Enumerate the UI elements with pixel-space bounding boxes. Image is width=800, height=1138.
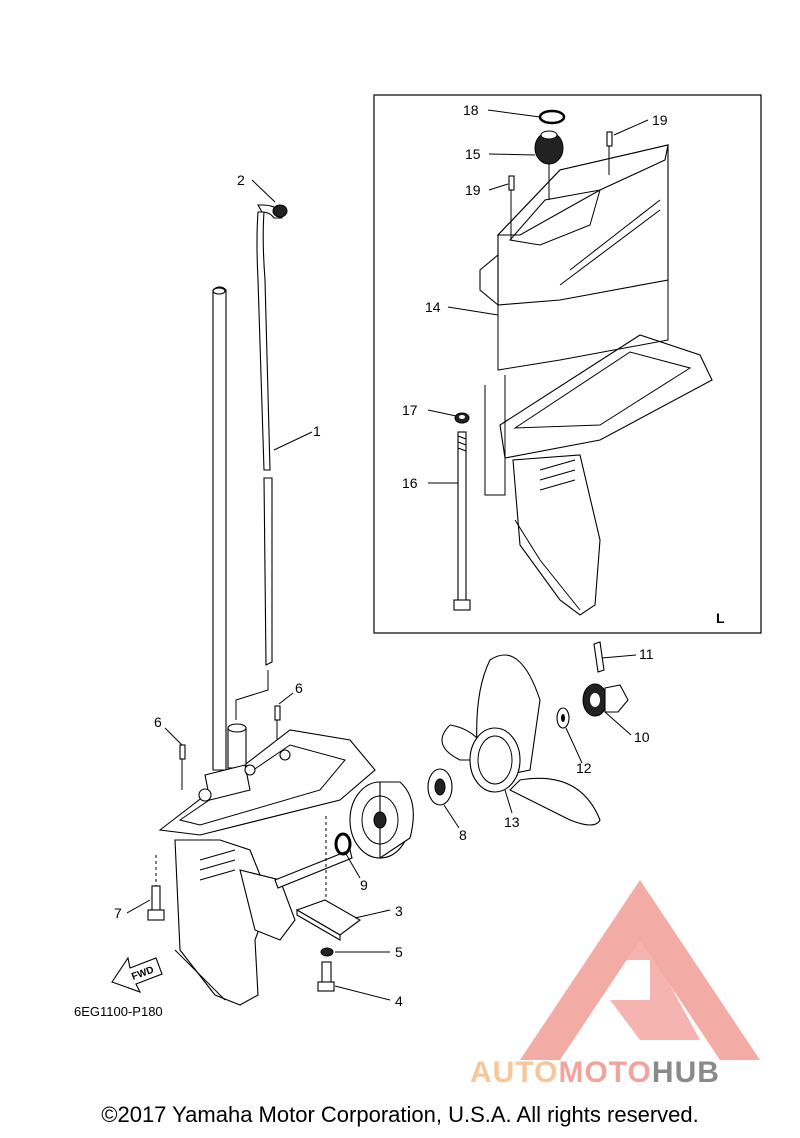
callout-4: 4 [395,993,403,1009]
drive-shaft [212,286,227,771]
callout-13: 13 [504,814,520,830]
shift-rod-leader [235,670,269,720]
callout-16: 16 [402,475,418,491]
watermark-hub: HUB [651,1056,720,1089]
propeller-shaft [274,849,353,889]
watermark-brand: AUTOMOTOHUB [470,1056,720,1090]
part-2-grommet [272,204,288,218]
part-11-cotter-pin [593,641,605,673]
watermark-auto: AUTO [470,1056,559,1089]
part-12-washer [556,707,570,729]
part-5-washer [320,947,334,957]
callout-19b: 19 [465,182,481,198]
callout-17: 17 [402,402,418,418]
callout-19a: 19 [652,112,668,128]
part-15-grommet [534,130,564,200]
part-4-bolt [317,961,335,992]
callout-11: 11 [639,646,654,662]
part-8-thrust-washer [427,768,453,806]
watermark-moto: MOTO [558,1056,652,1089]
callout-14: 14 [425,299,441,315]
fwd-arrow-icon: FWD [111,956,163,993]
lower-casing [158,723,376,1006]
callout-15: 15 [465,146,481,162]
inset-frame [373,94,762,634]
part-17-washer [454,412,470,424]
inset-connector-line [484,375,506,496]
callout-5: 5 [395,944,403,960]
part-9-washer [334,832,352,856]
inset-letter: L [716,610,725,626]
part-14-upper-casing [479,144,669,371]
callout-12: 12 [576,760,592,776]
callout-18: 18 [463,102,479,118]
part-10-propeller-nut [582,683,629,717]
prop-shaft-housing [349,781,414,860]
callout-2: 2 [237,172,245,188]
part-16-stud-bolt [453,431,471,611]
part-3-anode [295,816,361,941]
callout-8: 8 [459,827,467,843]
part-19-dowel-pins [508,131,613,240]
part-1-shift-rod [256,204,283,666]
watermark-logo [520,880,760,1060]
inset-lower-casing [499,334,713,616]
callouts: 1 2 3 4 5 6 6 7 8 9 10 11 12 13 14 15 16… [114,102,725,1009]
part-18-circlip [538,109,566,125]
part-7-bolt [147,855,165,921]
callout-9: 9 [360,877,368,893]
callout-6a: 6 [295,680,303,696]
callout-1: 1 [313,423,321,439]
callout-7: 7 [114,905,122,921]
callout-6b: 6 [154,714,162,730]
callout-3: 3 [395,903,403,919]
part-13-propeller [441,654,601,826]
callout-10: 10 [634,729,650,745]
diagram-reference-code: 6EG1100-P180 [74,1004,163,1019]
copyright-notice: ©2017 Yamaha Motor Corporation, U.S.A. A… [101,1102,699,1127]
leader-lines [126,109,649,1001]
